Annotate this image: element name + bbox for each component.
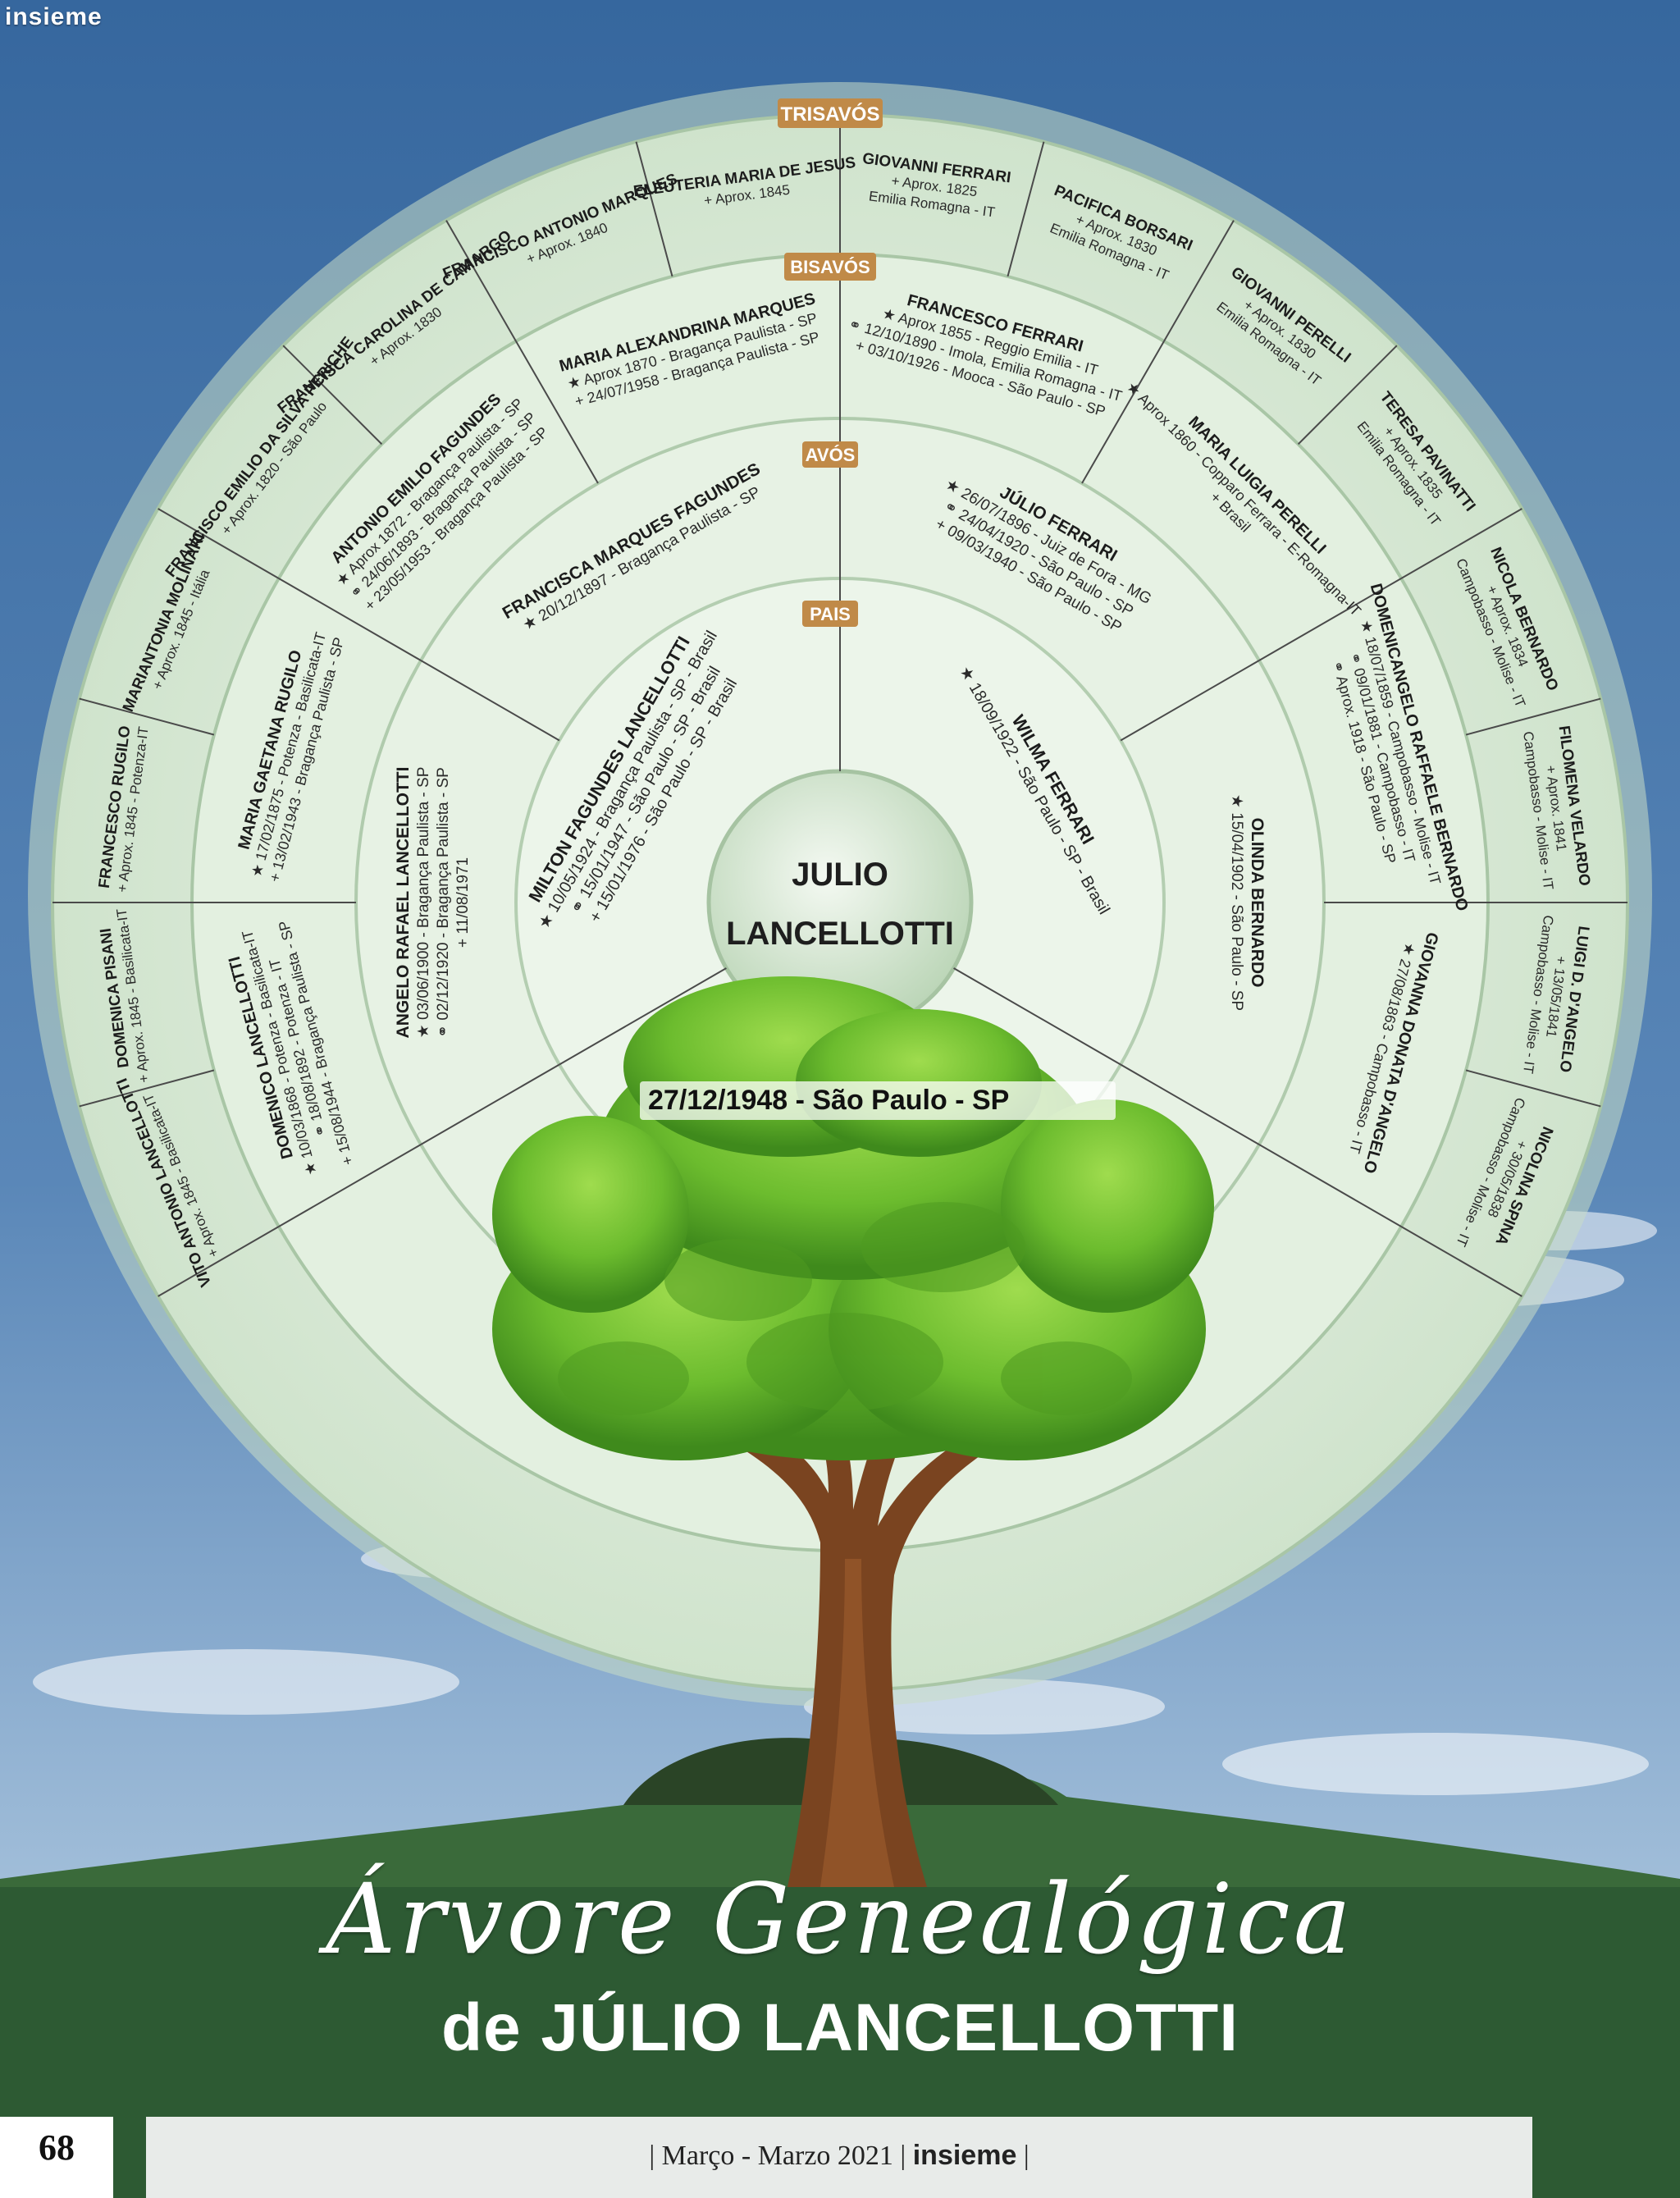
tree-illustration xyxy=(492,976,1214,1887)
sector-divider xyxy=(515,340,599,484)
person-name: ANGELO RAFAEL LANCELLOTTI xyxy=(394,767,413,1039)
footer-brand: insieme xyxy=(912,2140,1017,2171)
footer-end: | xyxy=(1023,2141,1029,2171)
page-number: 68 xyxy=(39,2127,75,2168)
footer-text: | Março - Marzo 2021 | insieme | xyxy=(146,2140,1532,2172)
sector-divider xyxy=(1465,697,1601,736)
central-person-name: JULIO LANCELLOTTI xyxy=(692,845,988,963)
person-detail: ★ 03/06/1900 - Bragança Paulista - SP xyxy=(415,767,432,1039)
sector-divider xyxy=(79,1069,215,1108)
sector-divider xyxy=(1400,1226,1522,1297)
label-bisavos: BISAVÓS xyxy=(790,257,870,277)
sector-divider xyxy=(420,660,560,742)
person-detail: + 11/08/1971 xyxy=(454,857,472,948)
footer-bar xyxy=(146,2117,1532,2198)
sector-divider xyxy=(158,1226,280,1297)
page-number-box xyxy=(0,2117,113,2198)
person-detail: ⚭ 02/12/1920 - Bragança Paulista - SP xyxy=(435,767,452,1038)
sector-divider xyxy=(1258,1144,1402,1227)
person-name: OLINDA BERNARDO xyxy=(1248,818,1267,988)
central-birth-info: 27/12/1948 - São Paulo - SP xyxy=(640,1081,1116,1120)
sector-divider xyxy=(445,220,517,342)
sector-divider xyxy=(559,967,727,1066)
label-pais: PAIS xyxy=(810,604,851,624)
label-trisavos: TRISAVÓS xyxy=(781,103,880,126)
sector-divider xyxy=(1007,141,1045,277)
ring-labels: TRISAVÓS BISAVÓS AVÓS PAIS xyxy=(778,98,883,627)
title-script: Árvore Genealógica xyxy=(326,1862,1354,1976)
sector-divider xyxy=(1258,578,1402,661)
central-first-name: JULIO xyxy=(792,857,888,893)
label-avos: AVÓS xyxy=(806,445,856,465)
sector-divider xyxy=(1465,1069,1601,1108)
title-main: de JÚLIO LANCELLOTTI xyxy=(441,1990,1239,2065)
footer-date: | Março - Marzo 2021 | xyxy=(649,2141,906,2171)
person-avo_pp: ANGELO RAFAEL LANCELLOTTI★ 03/06/1900 - … xyxy=(394,767,472,1039)
person-detail: ★ 15/04/1902 - São Paulo - SP xyxy=(1228,794,1245,1011)
sector-divider xyxy=(420,1063,560,1145)
sector-divider xyxy=(278,1144,422,1227)
sector-divider xyxy=(282,345,383,446)
sector-divider xyxy=(1163,220,1235,342)
sector-divider xyxy=(953,967,1121,1066)
magazine-logo: insieme xyxy=(5,3,103,30)
sector-divider xyxy=(1297,345,1398,446)
sector-divider xyxy=(1081,340,1165,484)
sector-divider xyxy=(1400,508,1522,579)
sector-divider xyxy=(278,578,422,661)
sector-divider xyxy=(79,697,215,736)
sector-dividers xyxy=(52,115,1628,1297)
sector-divider xyxy=(635,141,673,277)
sector-divider xyxy=(158,508,280,579)
sector-divider xyxy=(1120,660,1260,742)
sector-divider xyxy=(1120,1063,1260,1145)
central-last-name: LANCELLOTTI xyxy=(726,916,954,952)
person-avo_mm: OLINDA BERNARDO★ 15/04/1902 - São Paulo … xyxy=(1228,794,1267,1011)
